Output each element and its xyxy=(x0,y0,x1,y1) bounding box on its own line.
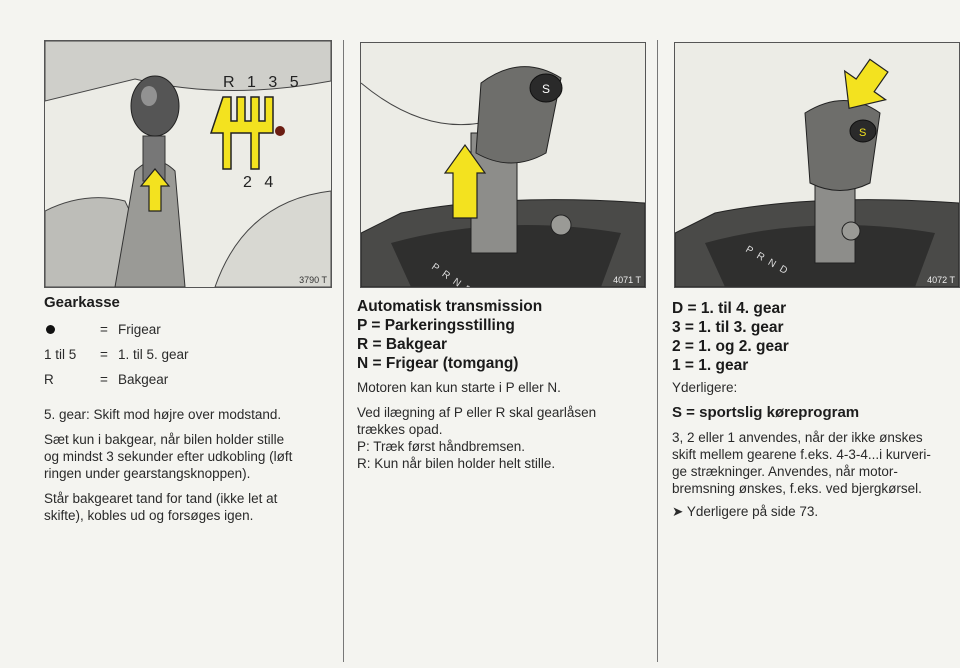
legend-key xyxy=(44,321,90,338)
more-label: Yderligere: xyxy=(672,380,738,395)
lock-note-line: trækkes opad. xyxy=(357,422,443,437)
snowflake-button-icon xyxy=(841,221,861,241)
automatic-sport-illustration: S PRND xyxy=(675,58,959,287)
manual-gearbox-figure: R 1 3 5 2 4 3790 T xyxy=(44,40,332,288)
legend-equals: = xyxy=(100,372,108,387)
legend-value: Frigear xyxy=(118,322,161,337)
legend-equals: = xyxy=(100,347,108,362)
gear-def-d: D = 1. til 4. gear xyxy=(672,300,787,317)
reverse-note-line: og mindst 3 sekunder efter udkobling (lø… xyxy=(44,449,293,464)
sport-badge: S xyxy=(542,82,550,96)
sport-note-line: 3, 2 eller 1 anvendes, når der ikke ønsk… xyxy=(672,430,923,445)
figure-code: 4072 T xyxy=(927,275,955,285)
legend-key: R xyxy=(44,372,54,387)
snowflake-button-icon xyxy=(550,214,572,236)
column-divider xyxy=(657,40,658,662)
reverse-note-line: ringen under gearstangsknoppen). xyxy=(44,466,251,481)
reverse-note-line: Sæt kun i bakgear, når bilen holder stil… xyxy=(44,432,285,447)
lock-note-line: R: Kun når bilen holder helt stille. xyxy=(357,456,556,471)
start-note: Motoren kan kun starte i P eller N. xyxy=(357,380,561,395)
legend-row: 1 til 5 = 1. til 5. gear xyxy=(44,346,334,363)
sport-note-line: skift mellem gearene f.eks. 4-3-4...i ku… xyxy=(672,447,931,462)
figure-code: 3790 T xyxy=(299,275,327,285)
gear-def-r: R = Bakgear xyxy=(357,336,448,353)
automatic-lift-figure: S PRND 4071 T xyxy=(360,42,646,288)
manual-gearbox-illustration: R 1 3 5 2 4 xyxy=(45,41,331,287)
lock-note-line: P: Træk først håndbremsen. xyxy=(357,439,526,454)
down-arrow-icon xyxy=(843,58,889,110)
column-divider xyxy=(343,40,344,662)
reverse-stuck-line: Står bakgearet tand for tand (ikke let a… xyxy=(44,491,278,506)
legend-value: Bakgear xyxy=(118,372,169,387)
sport-badge: S xyxy=(859,127,866,139)
drive-modes-column: D = 1. til 4. gear 3 = 1. til 3. gear 2 … xyxy=(672,299,958,520)
legend-key: 1 til 5 xyxy=(44,347,77,362)
sport-note-line: ge strækninger. Anvendes, når motor- xyxy=(672,464,898,479)
neutral-dot-icon xyxy=(46,325,55,334)
up-arrow-icon xyxy=(139,168,171,212)
sport-note-line: bremsning ønskes, f.eks. ved bjergkørsel… xyxy=(672,481,922,496)
legend-value: 1. til 5. gear xyxy=(118,347,189,362)
up-arrow-icon xyxy=(443,143,487,219)
fifth-gear-note: 5. gear: Skift mod højre over modstand. xyxy=(44,407,282,422)
automatic-column: Automatisk transmission P = Parkeringsst… xyxy=(357,297,647,472)
automatic-sport-figure: S PRND 4072 T xyxy=(674,42,960,288)
gate-bottom-labels: 2 4 xyxy=(243,174,277,191)
gear-def-1: 1 = 1. gear xyxy=(672,357,749,374)
page-reference-link[interactable]: ➤ Yderligere på side 73. xyxy=(672,504,819,519)
gear-def-p: P = Parkeringsstilling xyxy=(357,317,515,334)
section-title: Gearkasse xyxy=(44,294,120,311)
neutral-dot-icon xyxy=(275,126,285,136)
gear-def-3: 3 = 1. til 3. gear xyxy=(672,319,784,336)
gear-def-2: 2 = 1. og 2. gear xyxy=(672,338,789,355)
automatic-lift-illustration: S PRND xyxy=(361,66,645,287)
section-title: Automatisk transmission xyxy=(357,298,543,315)
figure-code: 4071 T xyxy=(613,275,641,285)
lock-note-line: Ved ilægning af P eller R skal gearlåsen xyxy=(357,405,597,420)
legend-row: = Frigear xyxy=(44,321,334,338)
gate-top-labels: R 1 3 5 xyxy=(223,74,303,91)
gear-def-n: N = Frigear (tomgang) xyxy=(357,355,519,372)
gearbox-column: Gearkasse = Frigear 1 til 5 = 1. til 5. … xyxy=(44,294,334,524)
legend-equals: = xyxy=(100,322,108,337)
sport-program-title: S = sportslig køreprogram xyxy=(672,404,860,421)
shift-gate-diagram xyxy=(209,96,274,170)
reverse-stuck-line: skifte), kobles ud og forsøges igen. xyxy=(44,508,254,523)
legend-row: R = Bakgear xyxy=(44,371,334,388)
